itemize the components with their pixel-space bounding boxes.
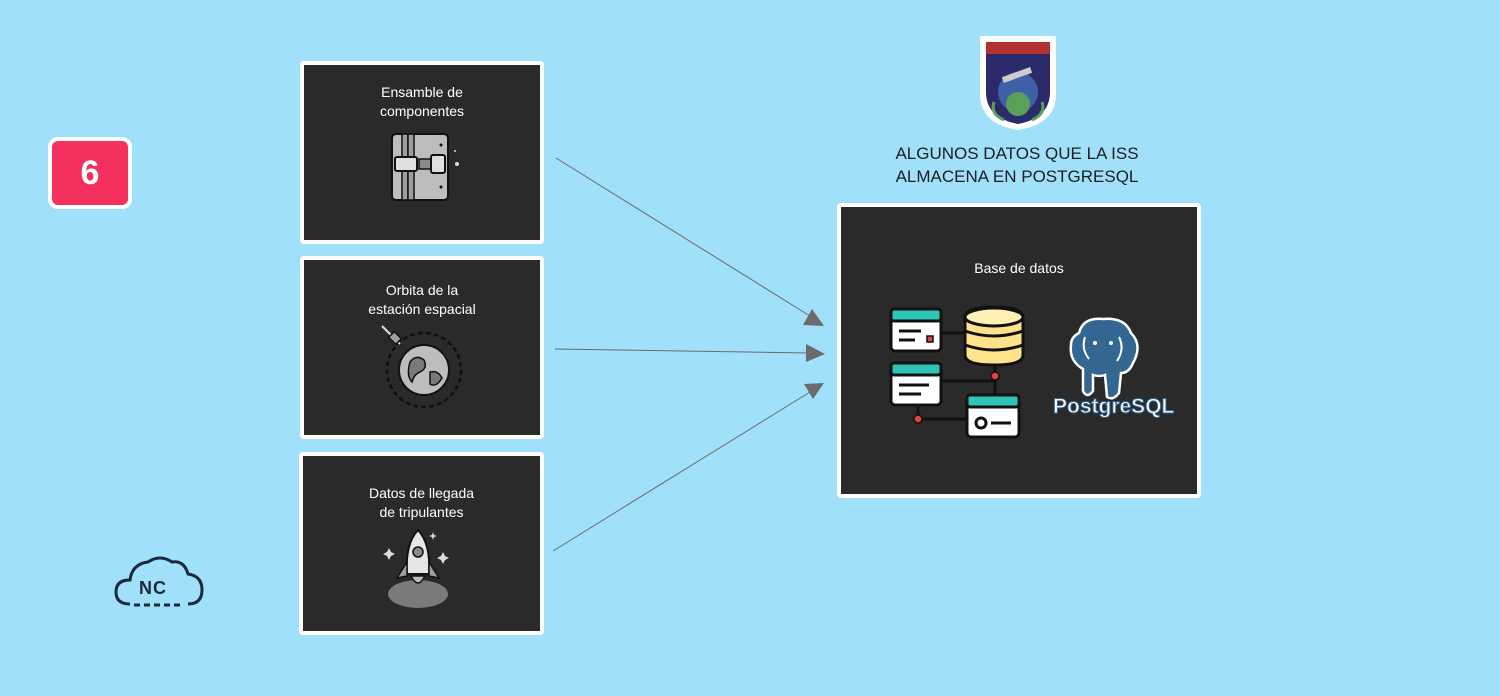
earth-orbit-icon bbox=[381, 325, 463, 409]
database-card: Base de datos PostgreSQL bbox=[837, 203, 1201, 498]
diagram-heading: ALGUNOS DATOS QUE LA ISS ALMACENA EN POS… bbox=[895, 144, 1139, 186]
brand-logo-text: NC bbox=[139, 578, 167, 598]
source-card-crew-arrival: Datos de llegada de tripulantes bbox=[299, 452, 544, 635]
source-card-component-assembly: Ensamble de componentes bbox=[300, 61, 544, 244]
postgresql-logo-text: PostgreSQL bbox=[1052, 395, 1175, 419]
slide-number-badge: 6 bbox=[48, 137, 132, 209]
source-card-station-orbit: Orbita de la estación espacial bbox=[300, 256, 544, 439]
iss-mission-patch-icon bbox=[980, 36, 1056, 130]
database-servers-icon bbox=[889, 305, 1025, 439]
source-card-title: Ensamble de componentes bbox=[379, 84, 465, 119]
source-card-title: Orbita de la estación espacial bbox=[368, 282, 476, 317]
postgresql-elephant-icon bbox=[1069, 317, 1139, 400]
source-card-title: Datos de llegada de tripulantes bbox=[368, 485, 475, 520]
cloud-icon bbox=[114, 556, 204, 607]
rocket-icon bbox=[383, 528, 449, 608]
satellite-module-icon bbox=[391, 133, 459, 201]
database-card-title: Base de datos bbox=[974, 260, 1064, 276]
